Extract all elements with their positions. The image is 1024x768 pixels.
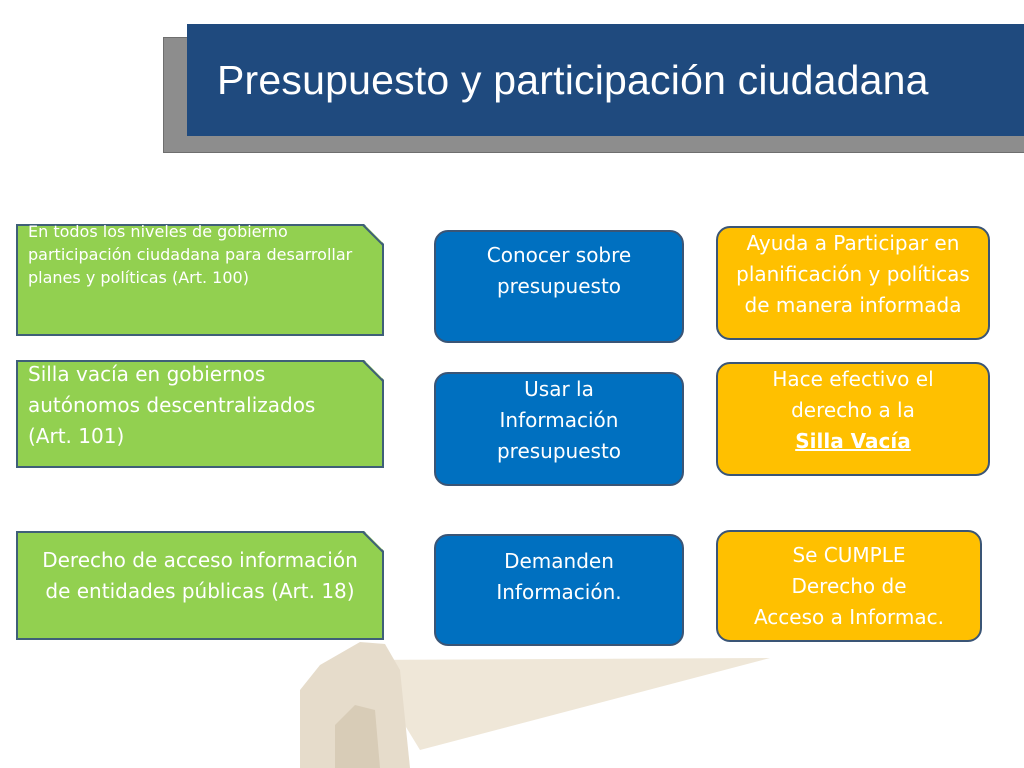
right-box-1-line-3: de manera informada: [744, 293, 962, 317]
right-box-2: Hace efectivo el derecho a la Silla Vací…: [716, 362, 990, 476]
middle-box-2-line-3: presupuesto: [496, 439, 622, 463]
right-box-2-line-1: Hace efectivo el: [772, 367, 934, 391]
left-box-3-text: Derecho de acceso información de entidad…: [42, 548, 358, 603]
right-box-1-line-1: Ayuda a Participar en: [746, 231, 960, 255]
silla-vacia-link: Silla Vacía: [795, 429, 911, 453]
middle-box-2-line-1: Usar la: [524, 377, 594, 401]
middle-box-2: Usar la Información presupuesto: [434, 372, 684, 486]
middle-box-3: Demanden Información.: [434, 534, 684, 646]
middle-box-1-line-2: presupuesto: [496, 274, 622, 298]
middle-box-1-line-1: Conocer sobre: [486, 243, 632, 267]
left-box-1: En todos los niveles de gobierno partici…: [16, 224, 384, 336]
middle-box-2-line-2: Información: [499, 408, 619, 432]
right-box-3-line-2: Derecho de: [791, 574, 907, 598]
middle-box-1: Conocer sobre presupuesto: [434, 230, 684, 343]
lighthouse-watermark-icon: [300, 642, 770, 768]
right-box-1: Ayuda a Participar en planificación y po…: [716, 226, 990, 340]
right-box-3-line-3: Acceso a Informac.: [753, 605, 945, 629]
left-box-3: Derecho de acceso información de entidad…: [16, 531, 384, 640]
title-bar: Presupuesto y participación ciudadana: [187, 24, 1024, 136]
middle-box-3-line-1: Demanden: [504, 549, 614, 573]
right-box-1-line-2: planificación y políticas: [736, 262, 970, 286]
right-box-3: Se CUMPLE Derecho de Acceso a Informac.: [716, 530, 982, 642]
left-box-2: Silla vacía en gobiernos autónomos desce…: [16, 360, 384, 468]
right-box-3-line-1: Se CUMPLE: [792, 543, 906, 567]
right-box-2-line-2: derecho a la: [791, 398, 915, 422]
left-box-2-text: Silla vacía en gobiernos autónomos desce…: [28, 362, 316, 448]
slide-title: Presupuesto y participación ciudadana: [217, 56, 929, 103]
left-box-1-text: En todos los niveles de gobierno partici…: [28, 222, 353, 287]
middle-box-3-line-2: Información.: [496, 580, 622, 604]
